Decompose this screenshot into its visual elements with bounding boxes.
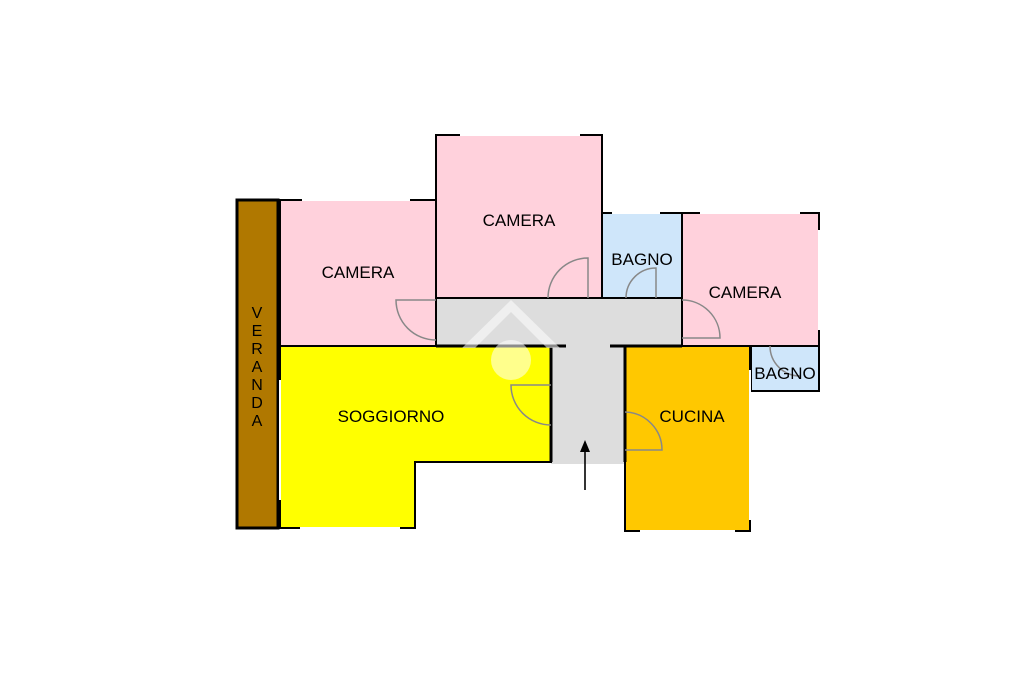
entrance-arrow-icon — [580, 440, 590, 490]
corridor-vertical — [551, 345, 624, 464]
room-camera-right — [681, 212, 820, 347]
veranda-letter: D — [251, 395, 263, 412]
label-bagno-top: BAGNO — [611, 250, 672, 269]
door-bagno-top — [625, 267, 657, 299]
room-cucina — [624, 345, 751, 532]
veranda-letter: E — [252, 323, 263, 340]
door-cucina — [624, 411, 663, 451]
door-camera-top — [547, 257, 589, 299]
window-marks — [279, 134, 820, 532]
veranda-letter: A — [252, 359, 263, 376]
door-camera-right — [681, 299, 721, 339]
label-cucina: CUCINA — [659, 407, 725, 426]
door-soggiorno — [510, 384, 552, 426]
veranda-letter: R — [251, 341, 263, 358]
label-camera-left: CAMERA — [322, 263, 395, 282]
house-watermark-icon — [462, 300, 560, 380]
door-camera-left — [395, 299, 437, 341]
veranda-letter: N — [251, 377, 263, 394]
label-camera-top: CAMERA — [483, 211, 556, 230]
label-bagno-small: BAGNO — [754, 364, 815, 383]
door-arcs — [395, 257, 801, 451]
veranda-letter: V — [252, 305, 263, 322]
label-veranda: V E R A N D A — [251, 305, 263, 430]
veranda-letter: A — [252, 413, 263, 430]
door-bagno-small — [769, 345, 801, 377]
veranda-area — [235, 198, 280, 530]
label-camera-right: CAMERA — [709, 283, 782, 302]
label-soggiorno: SOGGIORNO — [338, 407, 445, 426]
